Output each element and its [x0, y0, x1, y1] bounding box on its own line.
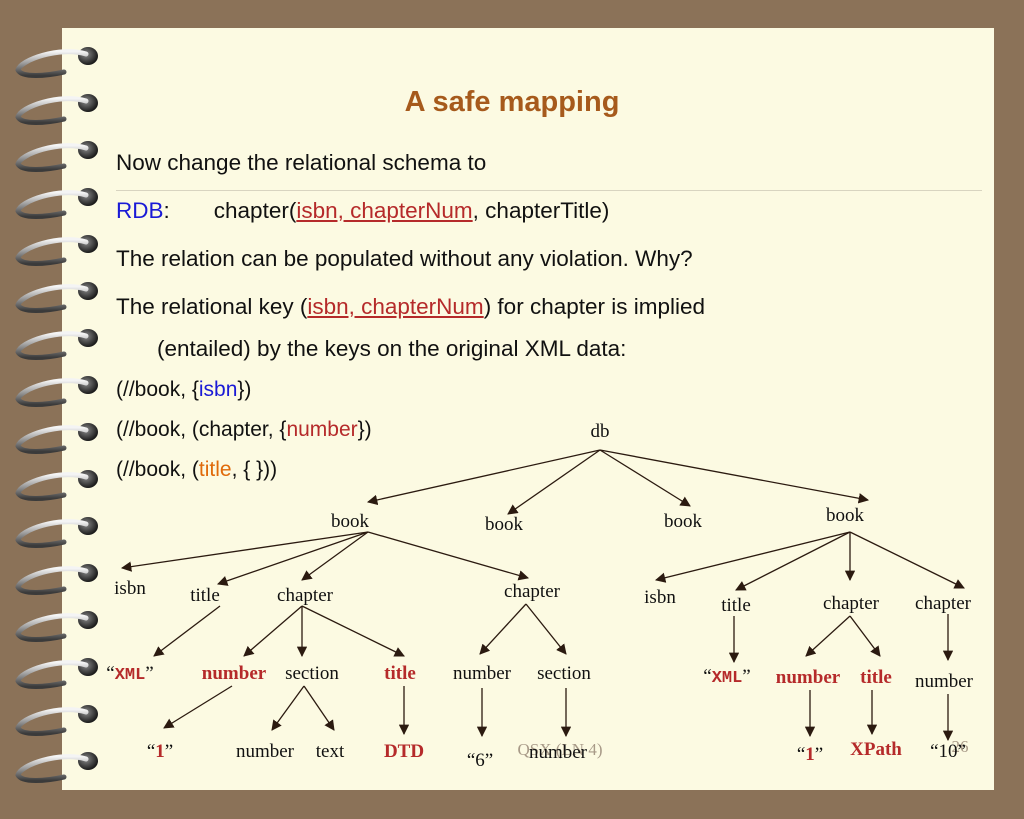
node-isbn: isbn	[644, 587, 676, 608]
spiral-binding	[15, 47, 98, 783]
binding-ring	[15, 658, 98, 689]
node-book: book	[331, 511, 370, 532]
value-1: “1”	[797, 744, 823, 765]
binding-ring	[15, 329, 98, 360]
question-line: The relation can be populated without an…	[116, 246, 693, 271]
value-xml: “XML”	[106, 663, 153, 685]
binding-ring	[15, 376, 98, 407]
node-number: number	[236, 741, 295, 762]
binding-ring	[15, 705, 98, 736]
node-number: number	[776, 667, 841, 688]
relational-key: isbn, chapterNum	[307, 294, 484, 319]
node-number: number	[453, 663, 512, 684]
node-chapter: chapter	[277, 585, 334, 606]
node-chapter: chapter	[504, 581, 561, 602]
node-db: db	[591, 421, 610, 442]
node-number: number	[529, 742, 588, 763]
footer-page-number: 26	[952, 737, 969, 756]
xml-key-3: (//book, (title, { }))	[116, 458, 278, 481]
binding-ring	[15, 235, 98, 266]
xml-key-1: (//book, {isbn})	[116, 378, 252, 401]
slide-title: A safe mapping	[404, 86, 620, 118]
binding-ring	[15, 564, 98, 595]
binding-ring	[15, 94, 98, 125]
binding-ring	[15, 47, 98, 78]
binding-ring	[15, 188, 98, 219]
key-line: The relational key (isbn, chapterNum) fo…	[116, 294, 706, 319]
node-text: text	[316, 741, 345, 762]
node-chapter: chapter	[823, 593, 880, 614]
value-10: “10”	[930, 741, 966, 762]
node-number: number	[202, 663, 267, 684]
rdb-line: RDB:chapter(isbn, chapterNum, chapterTit…	[116, 198, 610, 223]
node-section: section	[285, 663, 339, 684]
node-book: book	[485, 514, 524, 535]
divider	[116, 190, 982, 191]
binding-ring	[15, 752, 98, 783]
node-title: title	[860, 667, 892, 688]
value-1: “1”	[147, 741, 173, 762]
node-title: title	[190, 585, 220, 606]
node-title: title	[384, 663, 416, 684]
slide-page	[62, 28, 994, 790]
binding-ring	[15, 282, 98, 313]
node-number: number	[915, 671, 974, 692]
rdb-label: RDB	[116, 198, 164, 223]
node-isbn: isbn	[114, 578, 146, 599]
binding-ring	[15, 611, 98, 642]
node-section: section	[537, 663, 591, 684]
node-book: book	[826, 505, 865, 526]
node-title: title	[721, 595, 751, 616]
value-6: “6”	[467, 750, 493, 771]
value-dtd: DTD	[384, 741, 424, 762]
binding-ring	[15, 517, 98, 548]
binding-ring	[15, 470, 98, 501]
entailed-line: (entailed) by the keys on the original X…	[157, 336, 627, 361]
xml-key-2: (//book, (chapter, {number})	[116, 418, 372, 441]
intro-line: Now change the relational schema to	[116, 150, 487, 175]
rdb-key: isbn, chapterNum	[296, 198, 473, 223]
binding-ring	[15, 141, 98, 172]
binding-ring	[15, 423, 98, 454]
footer-source: QSX (LN 4)	[518, 740, 603, 759]
value-xpath: XPath	[850, 739, 902, 760]
node-book: book	[664, 511, 703, 532]
node-chapter: chapter	[915, 593, 972, 614]
value-xml: “XML”	[703, 666, 750, 688]
